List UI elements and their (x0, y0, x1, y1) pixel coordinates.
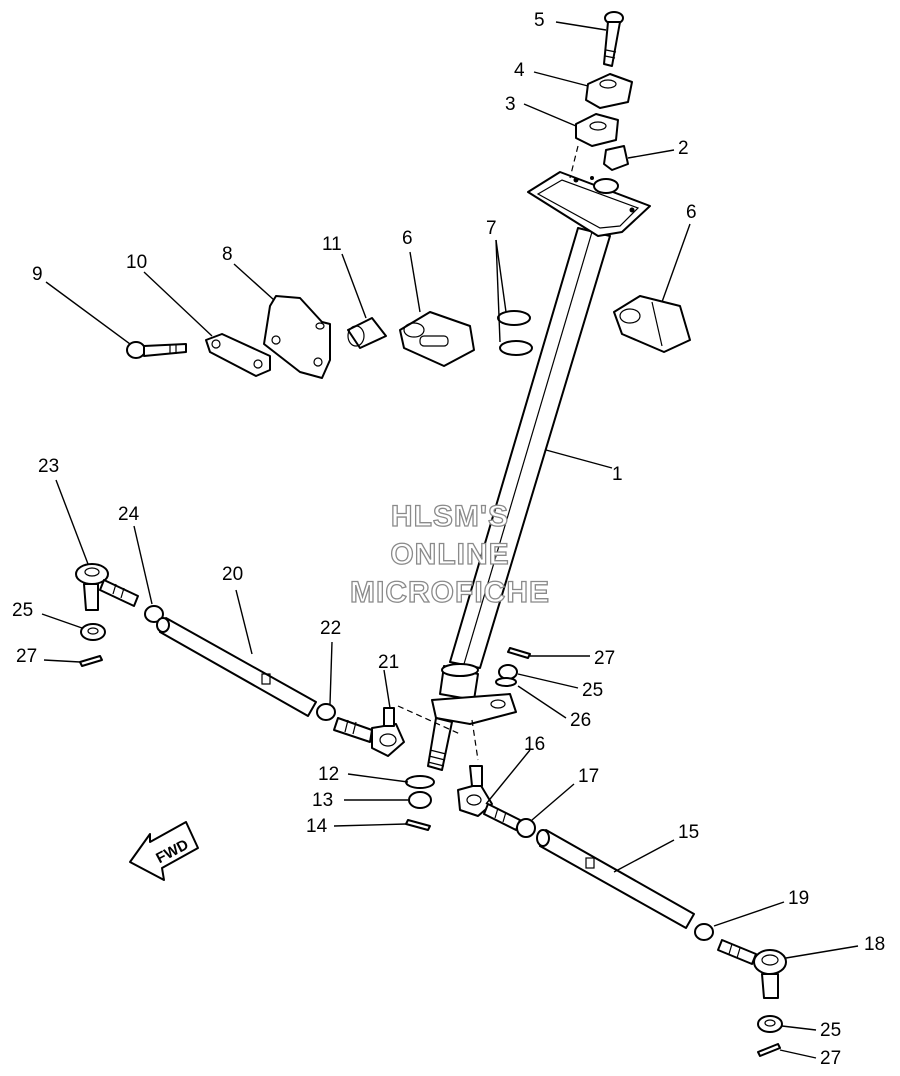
watermark-line-1: HLSM'S (391, 500, 509, 533)
callout-9: 9 (32, 264, 43, 285)
callout-21: 21 (378, 652, 399, 673)
callout-27-center: 27 (594, 648, 615, 669)
callout-25-bottom: 25 (820, 1020, 841, 1041)
callout-26: 26 (570, 710, 591, 731)
callout-15: 15 (678, 822, 699, 843)
callout-16: 16 (524, 734, 545, 755)
callout-20: 20 (222, 564, 243, 585)
callout-25-left: 25 (12, 600, 33, 621)
forward-direction-arrow: FWD (129, 821, 199, 881)
callout-numbers: 1 2 3 4 5 6 6 7 8 9 10 11 12 13 14 15 16… (12, 10, 885, 1069)
callout-6-right: 6 (686, 202, 697, 223)
steering-shaft (397, 145, 651, 771)
callout-3: 3 (505, 94, 516, 115)
center-hardware (405, 647, 531, 831)
callout-1: 1 (612, 464, 623, 485)
callout-23: 23 (38, 456, 59, 477)
callout-11: 11 (322, 234, 342, 255)
callout-10: 10 (126, 252, 147, 273)
callout-8: 8 (222, 244, 233, 265)
left-tie-rod (75, 563, 405, 757)
callout-17: 17 (578, 766, 599, 787)
bracket-plate-bolt (126, 295, 331, 379)
watermark-line-3: MICROFICHE (350, 576, 550, 609)
callout-6-left: 6 (402, 228, 413, 249)
callout-13: 13 (312, 790, 333, 811)
shaft-holder-right (613, 295, 691, 353)
leader-lines (41, 21, 859, 1059)
callout-12: 12 (318, 764, 339, 785)
upper-clamp-group (575, 11, 633, 171)
callout-14: 14 (306, 816, 328, 837)
callout-5: 5 (534, 10, 545, 31)
callout-18: 18 (864, 934, 885, 955)
callout-22: 22 (320, 618, 341, 639)
callout-2: 2 (678, 138, 689, 159)
callout-24: 24 (118, 504, 140, 525)
callout-25-center: 25 (582, 680, 603, 701)
callout-27-left: 27 (16, 646, 37, 667)
callout-27-bottom: 27 (820, 1048, 841, 1069)
shaft-holder-left (347, 310, 533, 367)
watermark: HLSM'S ONLINE MICROFICHE (349, 499, 550, 609)
callout-19: 19 (788, 888, 809, 909)
callout-7: 7 (486, 218, 497, 239)
right-tie-rod (457, 765, 787, 1057)
watermark-line-2: ONLINE (390, 538, 509, 571)
callout-4: 4 (514, 60, 525, 81)
